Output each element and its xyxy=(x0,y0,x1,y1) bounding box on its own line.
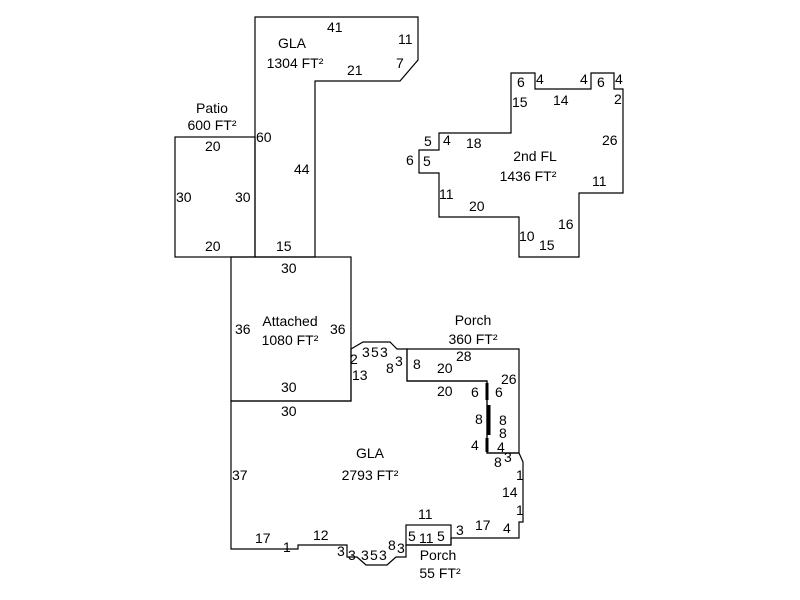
patio-area: 600 FT² xyxy=(187,117,236,133)
gla-upper-name: GLA xyxy=(278,35,307,51)
dimension-label: 13 xyxy=(352,367,368,383)
dimension-label: 3 xyxy=(380,344,388,360)
dimension-label: 2 xyxy=(614,91,622,107)
dimension-label: 17 xyxy=(475,517,491,533)
porch-upper-area: 360 FT² xyxy=(448,331,497,347)
dimension-label: 3 xyxy=(504,449,512,465)
dimension-label: 21 xyxy=(347,62,363,78)
dimension-label: 4 xyxy=(580,71,588,87)
dimension-label: 18 xyxy=(466,135,482,151)
dimension-label: 6 xyxy=(495,384,503,400)
dimension-label: 36 xyxy=(330,321,346,337)
dimension-label: 5 xyxy=(437,528,445,544)
dimension-label: 5 xyxy=(371,344,379,360)
dimension-label: 11 xyxy=(398,31,413,47)
second-floor-area: 1436 FT² xyxy=(500,168,557,184)
dimension-label: 30 xyxy=(281,403,297,419)
dimension-label: 17 xyxy=(255,530,271,546)
dimension-label: 14 xyxy=(502,484,518,500)
porch-lower-name: Porch xyxy=(420,547,457,563)
dimension-label: 8 xyxy=(413,356,421,372)
dimension-label: 12 xyxy=(313,527,329,543)
dimension-label: 5 xyxy=(423,153,431,169)
gla-upper-area: 1304 FT² xyxy=(267,55,324,71)
attached-area: 1080 FT² xyxy=(262,332,319,348)
dimension-label: 5 xyxy=(408,528,416,544)
dimension-label: 5 xyxy=(424,133,432,149)
dimension-label: 4 xyxy=(497,439,505,455)
dimension-label: 3 xyxy=(361,547,369,563)
dimension-label: 44 xyxy=(294,161,310,177)
dimension-label: 41 xyxy=(327,19,343,35)
dimension-label: 8 xyxy=(386,360,394,376)
dimension-label: 4 xyxy=(503,520,511,536)
dimension-label: 11 xyxy=(439,186,454,202)
dimension-label: 16 xyxy=(558,216,574,232)
dimension-label: 3 xyxy=(379,547,387,563)
dimension-label: 10 xyxy=(519,228,535,244)
second-floor-outline xyxy=(418,72,624,258)
dimension-label: 1 xyxy=(516,467,524,483)
dimension-label: 11 xyxy=(592,173,607,189)
gla-lower-area: 2793 FT² xyxy=(342,467,399,483)
dimension-label: 11 xyxy=(419,530,434,546)
gla-lower-name: GLA xyxy=(356,445,385,461)
porch-upper-outline xyxy=(406,348,520,454)
dimension-label: 6 xyxy=(597,74,605,90)
dimension-label: 26 xyxy=(501,371,517,387)
dimension-label: 20 xyxy=(205,138,221,154)
dimension-label: 20 xyxy=(205,238,221,254)
dimension-label: 3 xyxy=(395,353,403,369)
dimension-label: 4 xyxy=(615,71,623,87)
dimension-label: 6 xyxy=(517,74,525,90)
dimension-label: 30 xyxy=(281,260,297,276)
dimension-label: 8 xyxy=(499,425,507,441)
dimension-label: 28 xyxy=(456,348,472,364)
dimension-label: 3 xyxy=(337,543,345,559)
dimension-label: 37 xyxy=(232,467,248,483)
porch-lower-area: 55 FT² xyxy=(419,565,461,581)
dimension-label: 6 xyxy=(471,384,479,400)
dimension-label: 3 xyxy=(362,344,370,360)
dimension-label: 4 xyxy=(536,71,544,87)
dimension-label: 8 xyxy=(499,412,507,428)
dimension-label: 20 xyxy=(469,198,485,214)
dimension-label: 8 xyxy=(475,411,483,427)
dimension-label: 15 xyxy=(276,238,292,254)
dimension-label: 7 xyxy=(396,55,404,71)
dimension-label: 11 xyxy=(418,506,433,522)
dimension-label: 30 xyxy=(281,379,297,395)
gla-upper-outline xyxy=(254,16,419,258)
dimension-label: 2 xyxy=(350,351,358,367)
dimension-label: 1 xyxy=(283,539,291,555)
dimension-label: 3 xyxy=(456,522,464,538)
dimension-label: 6 xyxy=(406,152,414,168)
dimension-label: 15 xyxy=(539,237,555,253)
dimension-label: 30 xyxy=(176,189,192,205)
dimension-label: 14 xyxy=(553,92,569,108)
dimension-label: 20 xyxy=(437,383,453,399)
dimension-label: 30 xyxy=(235,189,251,205)
second-floor-name: 2nd FL xyxy=(513,148,557,164)
dimension-label: 26 xyxy=(602,132,618,148)
dimension-label: 15 xyxy=(512,94,528,110)
dimension-label: 36 xyxy=(235,321,251,337)
dimension-label: 5 xyxy=(370,547,378,563)
dimension-label: 20 xyxy=(437,360,453,376)
dimension-label: 3 xyxy=(397,540,405,556)
porch-upper-name: Porch xyxy=(455,312,492,328)
porch-lower-outline xyxy=(405,524,452,546)
dimension-label: 60 xyxy=(256,129,272,145)
dimension-label: 3 xyxy=(348,547,356,563)
dimension-label: 4 xyxy=(471,437,479,453)
patio-name: Patio xyxy=(196,100,228,116)
attached-name: Attached xyxy=(262,313,317,329)
dimension-label: 4 xyxy=(443,132,451,148)
dimension-label: 8 xyxy=(388,537,396,553)
patio-outline xyxy=(174,136,256,258)
dimension-label: 1 xyxy=(516,502,524,518)
dimension-label: 8 xyxy=(494,454,502,470)
